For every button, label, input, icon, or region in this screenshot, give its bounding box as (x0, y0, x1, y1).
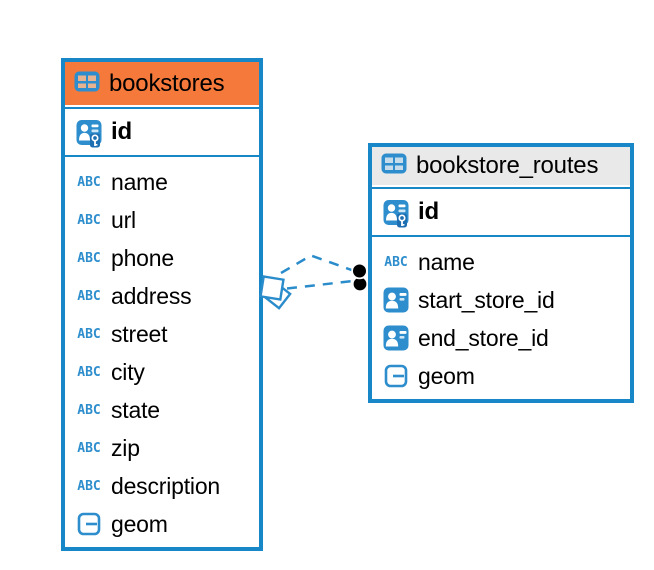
column-row-routes-end-store-id[interactable]: end_store_id (372, 319, 630, 357)
column-list: ABC name start_store_id (372, 239, 630, 399)
relationship-dot-markers (351, 262, 368, 292)
relationship-diamond-marker (259, 275, 292, 310)
column-row-bookstores-geom[interactable]: geom (65, 505, 259, 543)
column-row-routes-id[interactable]: id (372, 191, 630, 233)
column-row-bookstores-url[interactable]: ABC url (65, 201, 259, 239)
separator (65, 107, 259, 109)
column-row-routes-start-store-id[interactable]: start_store_id (372, 281, 630, 319)
column-row-bookstores-id[interactable]: id (65, 111, 259, 153)
column-name: id (111, 118, 132, 145)
separator (372, 235, 630, 237)
column-name: name (418, 248, 475, 275)
text-type-icon: ABC (77, 326, 101, 342)
column-row-bookstores-address[interactable]: ABC address (65, 277, 259, 315)
text-type-icon: ABC (77, 288, 101, 304)
text-type-icon: ABC (77, 478, 101, 494)
text-type-icon: ABC (384, 254, 408, 270)
table-title: bookstores (109, 69, 225, 97)
column-name: end_store_id (418, 324, 549, 351)
table-bookstore-routes[interactable]: bookstore_routes id (368, 143, 634, 403)
column-name: description (111, 472, 221, 499)
column-name: id (418, 198, 439, 225)
table-icon (381, 153, 407, 179)
column-row-bookstores-description[interactable]: ABC description (65, 467, 259, 505)
geometry-type-icon (74, 512, 104, 536)
text-type-icon: ABC (77, 440, 101, 456)
primary-key-icon (74, 119, 104, 148)
table-icon (74, 71, 100, 97)
separator (65, 155, 259, 157)
column-row-routes-geom[interactable]: geom (372, 357, 630, 395)
column-row-bookstores-phone[interactable]: ABC phone (65, 239, 259, 277)
column-name: street (111, 320, 168, 347)
table-bookstores[interactable]: bookstores id AB (61, 58, 263, 551)
column-row-bookstores-street[interactable]: ABC street (65, 315, 259, 353)
column-name: geom (418, 362, 475, 389)
column-name: zip (111, 434, 140, 461)
column-row-bookstores-city[interactable]: ABC city (65, 353, 259, 391)
column-row-bookstores-zip[interactable]: ABC zip (65, 429, 259, 467)
text-type-icon: ABC (77, 174, 101, 190)
foreign-key-icon (381, 325, 411, 351)
table-title: bookstore_routes (416, 152, 599, 179)
separator (372, 187, 630, 189)
text-type-icon: ABC (77, 250, 101, 266)
column-name: state (111, 396, 160, 423)
text-type-icon: ABC (77, 402, 101, 418)
column-name: city (111, 358, 145, 385)
column-row-bookstores-state[interactable]: ABC state (65, 391, 259, 429)
column-name: geom (111, 510, 168, 537)
foreign-key-icon (381, 287, 411, 313)
geometry-type-icon (381, 364, 411, 388)
relationship-start-store-id[interactable] (280, 254, 354, 275)
column-list: ABC name ABC url ABC phone ABC address A… (65, 159, 259, 547)
column-name: phone (111, 244, 174, 271)
column-row-routes-name[interactable]: ABC name (372, 243, 630, 281)
relationship-end-store-id[interactable] (286, 279, 354, 290)
primary-key-icon (381, 199, 411, 228)
text-type-icon: ABC (77, 212, 101, 228)
table-bookstores-header[interactable]: bookstores (65, 62, 259, 105)
column-name: name (111, 168, 168, 195)
column-name: url (111, 206, 136, 233)
text-type-icon: ABC (77, 364, 101, 380)
column-name: address (111, 282, 192, 309)
table-bookstore-routes-header[interactable]: bookstore_routes (372, 147, 630, 185)
column-row-bookstores-name[interactable]: ABC name (65, 163, 259, 201)
column-name: start_store_id (418, 286, 555, 313)
